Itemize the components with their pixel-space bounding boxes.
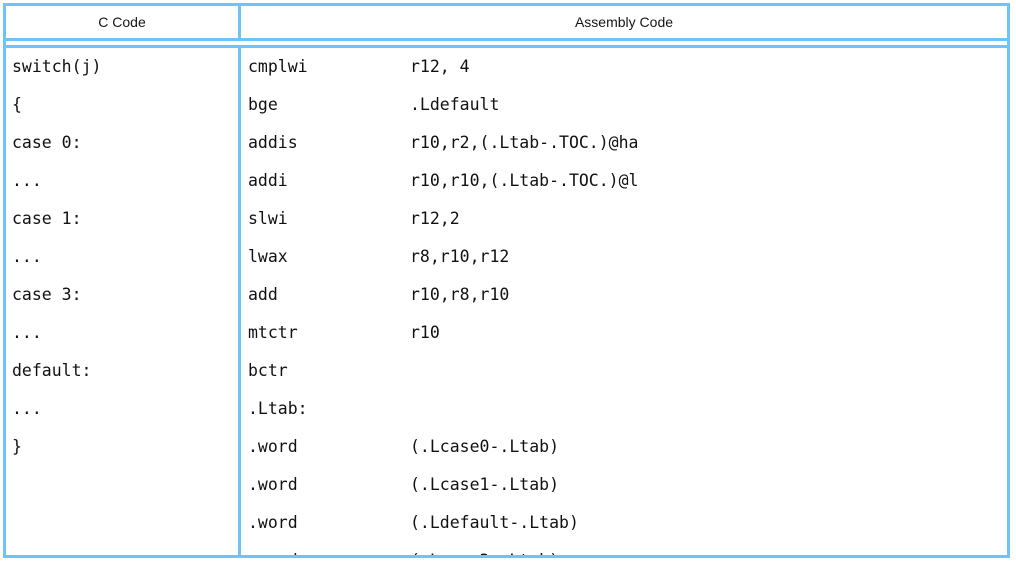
- assembly-mnemonic: .word: [248, 513, 298, 532]
- c-code-line: {: [12, 95, 22, 114]
- header-rule-lower: [6, 45, 1007, 48]
- assembly-mnemonic: cmplwi: [248, 57, 308, 76]
- c-code-line: }: [12, 437, 22, 456]
- c-code-column: switch(j) { case 0:... case 1:... case 3:...…: [6, 48, 241, 555]
- c-code-line: ...: [12, 247, 42, 266]
- assembly-operand: (.Lcase3-.Ltab): [410, 542, 559, 555]
- table-header-row: C Code Assembly Code: [6, 6, 1007, 38]
- assembly-code-line-list: cmplwi r12, 4 bge .Ldefault addis r10,r2,(.Lt…: [241, 48, 1007, 555]
- c-code-line: ...: [12, 171, 42, 190]
- assembly-mnemonic: lwax: [248, 247, 288, 266]
- assembly-code-line: .word (.Lcase1-.Ltab): [241, 466, 1007, 504]
- assembly-mnemonic: bctr: [248, 361, 288, 380]
- c-code-line-list: switch(j) { case 0:... case 1:... case 3:...…: [6, 48, 238, 466]
- c-code-line: ...: [12, 399, 42, 418]
- column-header-assembly-code: Assembly Code: [574, 14, 674, 30]
- assembly-mnemonic: .word: [248, 437, 298, 456]
- assembly-operand: (.Lcase1-.Ltab): [410, 475, 560, 494]
- assembly-code-line: .word(.Lcase3-.Ltab): [241, 542, 1007, 555]
- c-code-line: ...: [12, 323, 42, 342]
- assembly-code-line: addis r10,r2,(.Ltab-.TOC.)@ha: [241, 124, 1007, 162]
- column-header-c-code: C Code: [6, 6, 241, 38]
- table-body: switch(j) { case 0:... case 1:... case 3:...…: [6, 48, 1007, 555]
- assembly-code-column: cmplwi r12, 4 bge .Ldefault addis r10,r2,(.Lt…: [241, 48, 1007, 555]
- c-code-line: default:: [12, 361, 92, 380]
- assembly-operand: r12,2: [410, 209, 460, 228]
- assembly-operand: (.Ldefault-.Ltab): [410, 513, 579, 532]
- assembly-mnemonic: slwi: [248, 209, 288, 228]
- assembly-mnemonic: add: [248, 285, 278, 304]
- assembly-operand: r10,r10,(.Ltab-.TOC.)@l: [410, 171, 639, 190]
- assembly-operand: r12, 4: [410, 57, 470, 76]
- assembly-mnemonic: addi: [248, 171, 288, 190]
- assembly-operand: (.Lcase0-.Ltab): [410, 437, 560, 456]
- code-comparison-table: C Code Assembly Code switch(j) { case 0:..…: [3, 3, 1010, 558]
- assembly-mnemonic: .word: [248, 542, 410, 555]
- header-rule-upper: [6, 38, 1007, 41]
- c-code-line: case 1:: [12, 209, 82, 228]
- c-code-line: case 3:: [12, 285, 82, 304]
- c-code-line: switch(j): [12, 57, 102, 76]
- assembly-code-line: slwi r12,2: [241, 200, 1007, 238]
- assembly-mnemonic: mtctr: [248, 323, 298, 342]
- assembly-code-line: lwax r8,r10,r12: [241, 238, 1007, 276]
- assembly-mnemonic: bge: [248, 95, 278, 114]
- assembly-code-line: .word (.Lcase0-.Ltab): [241, 428, 1007, 466]
- c-code-line: case 0:: [12, 133, 82, 152]
- assembly-code-line: .word (.Ldefault-.Ltab): [241, 504, 1007, 542]
- assembly-operand: r10,r8,r10: [410, 285, 510, 304]
- assembly-operand: r8,r10,r12: [410, 247, 510, 266]
- assembly-operand: r10,r2,(.Ltab-.TOC.)@ha: [410, 133, 639, 152]
- assembly-operand: .Ldefault: [410, 95, 500, 114]
- assembly-code-line: .Ltab:: [241, 390, 1007, 428]
- assembly-mnemonic: .word: [248, 475, 298, 494]
- assembly-code-line: add r10,r8,r10: [241, 276, 1007, 314]
- assembly-mnemonic: addis: [248, 133, 298, 152]
- assembly-mnemonic: .Ltab:: [248, 399, 308, 418]
- assembly-code-line: addi r10,r10,(.Ltab-.TOC.)@l: [241, 162, 1007, 200]
- assembly-operand: r10: [410, 323, 440, 342]
- assembly-code-line: bctr: [241, 352, 1007, 390]
- assembly-code-line: mtctr r10: [241, 314, 1007, 352]
- assembly-code-line: bge .Ldefault: [241, 86, 1007, 124]
- assembly-code-line: cmplwi r12, 4: [241, 48, 1007, 86]
